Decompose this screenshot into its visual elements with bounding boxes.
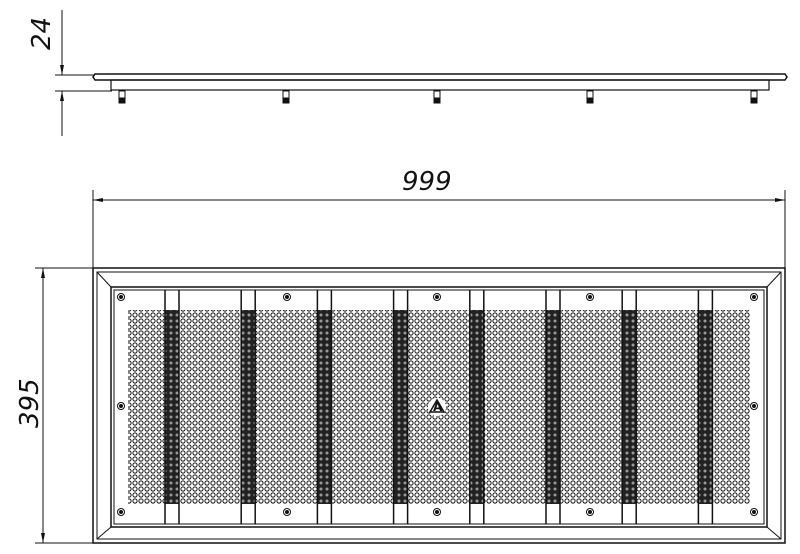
pin — [586, 90, 594, 104]
screw-icon — [586, 508, 594, 516]
divider-bar — [697, 290, 714, 524]
screw-icon — [750, 508, 758, 516]
screw-icon — [750, 402, 758, 410]
divider-bar — [240, 290, 256, 524]
screws — [117, 293, 758, 516]
divider-bar — [316, 290, 333, 524]
side-body — [110, 79, 770, 91]
pin — [282, 90, 290, 104]
screw-icon — [283, 508, 291, 516]
section-marker-label: A — [433, 400, 443, 414]
screw-icon — [586, 293, 594, 301]
divider-bar — [469, 290, 485, 524]
inner-frame — [110, 286, 768, 528]
front-view — [92, 267, 786, 544]
section-marker — [428, 398, 446, 416]
screw-icon — [433, 508, 441, 516]
screw-icon — [750, 293, 758, 301]
divider-bar — [392, 290, 409, 524]
height-dimension: 395 — [15, 378, 45, 428]
divider-bar — [621, 290, 637, 524]
dividers — [164, 290, 714, 524]
side-view — [55, 10, 788, 136]
pin — [433, 90, 441, 104]
side-pins — [118, 90, 758, 104]
screw-icon — [117, 402, 125, 410]
screw-icon — [283, 293, 291, 301]
pin — [118, 90, 126, 104]
pin — [750, 90, 758, 104]
divider-bar — [545, 290, 561, 524]
screw-icon — [117, 293, 125, 301]
width-dimension: 999 — [402, 167, 452, 197]
side-flange — [92, 73, 788, 81]
screw-icon — [117, 508, 125, 516]
outer-frame — [92, 267, 786, 544]
divider-bar — [164, 290, 180, 524]
width-dimension-lines — [92, 190, 786, 268]
side-height-dimension: 24 — [27, 17, 57, 50]
screw-icon — [433, 293, 441, 301]
height-dimension-lines — [35, 267, 93, 544]
